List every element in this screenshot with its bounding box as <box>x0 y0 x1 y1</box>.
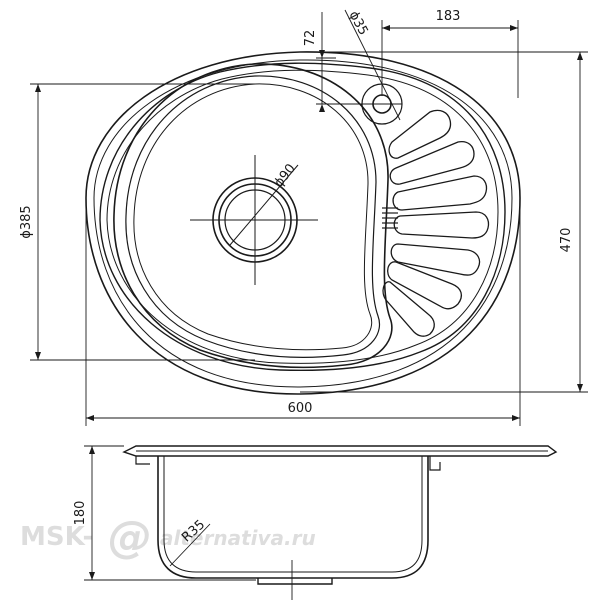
drain-stub <box>257 578 333 585</box>
bowl-dia-label: ϕ385 <box>19 205 34 238</box>
drain-dia-leader <box>229 164 299 246</box>
watermark-brand: MSK- <box>20 522 93 552</box>
outer-rim-inner <box>93 59 513 388</box>
watermark-domain: alternativa.ru <box>160 526 316 550</box>
drainer-rib <box>392 175 488 211</box>
drainer-rib <box>389 140 475 185</box>
drain-dia-label: ϕ90 <box>272 161 299 190</box>
tap-hole-dia-label: ϕ35 <box>346 9 371 38</box>
overflow-slots <box>382 207 398 229</box>
deck-outline <box>99 62 506 372</box>
top-view <box>85 51 521 395</box>
bowl-profile <box>157 456 429 579</box>
drainer-ribs <box>382 109 490 337</box>
bowl-inner <box>125 75 380 358</box>
watermark: MSK- @ alternativa.ru <box>20 512 316 563</box>
drainer-rib <box>382 281 435 337</box>
bowl-profile-inner <box>163 456 423 573</box>
drainer-rib <box>386 261 463 310</box>
deck-outline-inner <box>106 69 499 364</box>
outer-rim <box>85 51 521 395</box>
bowl-depth-label: 180 <box>73 501 88 526</box>
bowl-outer <box>113 63 393 369</box>
drain-fitting <box>190 155 318 285</box>
hole-offset-v-label: 72 <box>303 30 318 47</box>
watermark-at-logo: @ <box>108 512 152 563</box>
overall-width-label: 600 <box>288 401 313 416</box>
overall-depth-label: 470 <box>559 228 574 253</box>
top-view-dimensions: 72 ϕ35 183 ϕ90 ϕ385 470 600 <box>19 9 588 426</box>
bowl-inner-2 <box>133 83 373 351</box>
drainer-rib <box>388 109 452 159</box>
drainer-rib <box>393 211 490 239</box>
drainer-rib <box>390 243 481 276</box>
hole-offset-h-label: 183 <box>436 9 461 24</box>
